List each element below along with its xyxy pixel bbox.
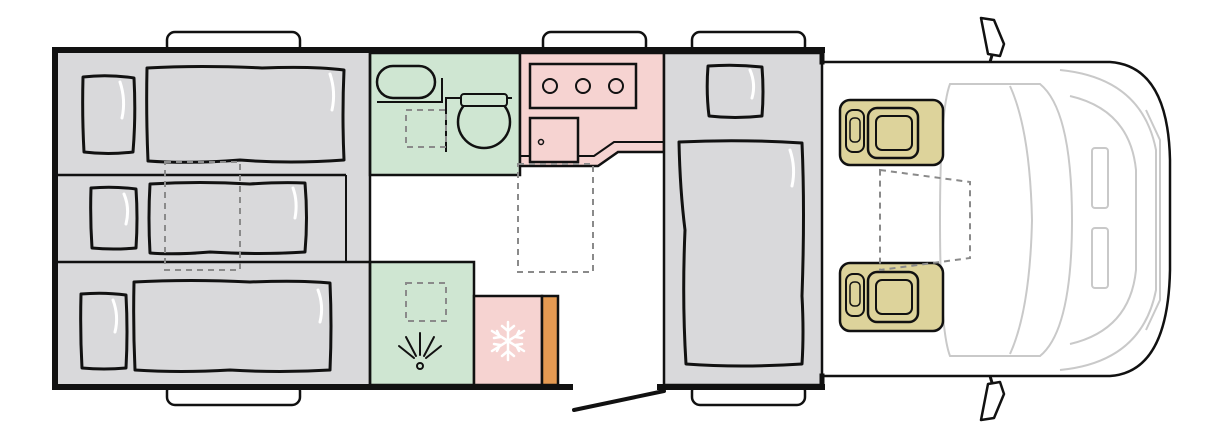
burner-icon (575, 78, 591, 94)
burner-icon (542, 78, 558, 94)
entry-door (572, 389, 666, 412)
burner-icon (608, 78, 624, 94)
front-bed-zone (662, 51, 824, 387)
front-drop-bed (677, 139, 805, 368)
kitchen (518, 51, 666, 168)
driver-seat (838, 98, 945, 167)
mirror-bottom (979, 375, 1006, 422)
shower-drain-dashed (405, 282, 447, 322)
rear-bed-zone (58, 53, 370, 385)
floor-drain-dashed (405, 109, 447, 148)
stove (528, 62, 638, 110)
swivel-table-outline (879, 168, 971, 272)
sink (528, 116, 580, 164)
wardrobe-panel (540, 294, 560, 387)
toilet-room (368, 51, 522, 177)
exterior-wall (52, 47, 825, 390)
mirror-top (979, 16, 1006, 63)
shower (368, 260, 476, 387)
passenger-seat (838, 261, 945, 333)
rear-bed-middle (89, 181, 308, 256)
snowflake-icon (490, 320, 526, 362)
shower-spray-icon (398, 332, 442, 370)
washbasin (375, 64, 437, 100)
rear-bed-top (81, 65, 346, 164)
rear-table-dashed (164, 161, 241, 271)
fridge (472, 294, 544, 387)
entrance-step-dashed (517, 163, 594, 273)
rear-bed-bottom (79, 279, 333, 373)
front-cushion (705, 63, 765, 119)
